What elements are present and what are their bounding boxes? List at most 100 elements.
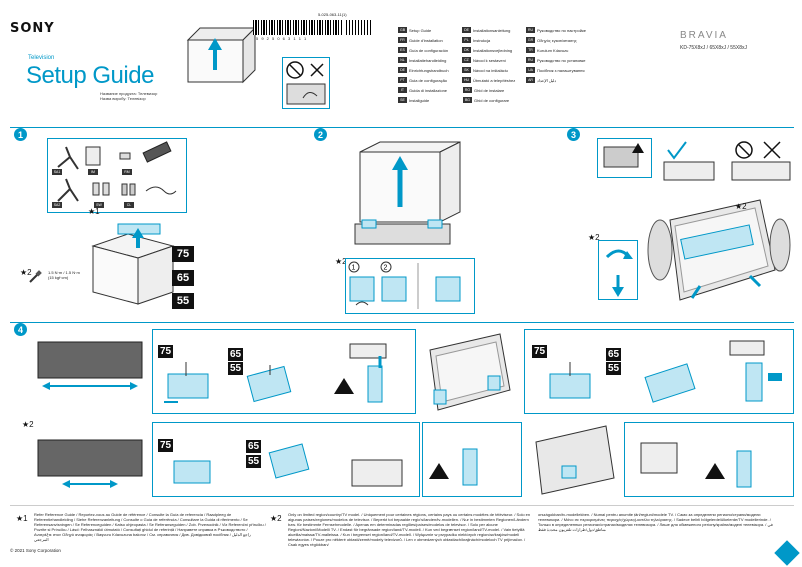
clip-removal-illustration: 1 2	[348, 261, 461, 309]
barcode-small	[346, 20, 372, 35]
lang-code: CZ	[462, 57, 471, 63]
rotate-arrow-icon	[605, 249, 633, 297]
lang-code: DE	[398, 67, 407, 73]
lang-title: Ghid de instalare	[474, 87, 505, 93]
part-tag: SW	[94, 202, 104, 208]
handling-do-dont-illustration	[663, 141, 791, 181]
lang-title: Návod na inštaláciu	[473, 67, 508, 73]
lang-code: SK	[462, 67, 471, 73]
lang-title: Guida di installazione	[409, 87, 448, 93]
narrow-stand-illustration	[173, 460, 211, 484]
narrow-right-illustration	[640, 442, 752, 488]
svg-text:2: 2	[384, 265, 388, 272]
part-tag: SA1	[52, 169, 62, 175]
stand-leg-screw-illustration	[729, 340, 782, 402]
lang-title: Посібник з налаштування	[537, 67, 585, 73]
lang-code: RU	[526, 27, 535, 33]
narrow-screw-illustration	[429, 448, 478, 486]
size-label-75: 75	[532, 345, 548, 358]
lang-title: Installguide	[409, 97, 430, 103]
lang-code: FR	[398, 37, 407, 43]
footer-divider	[10, 505, 794, 506]
narrow-right-panel	[624, 422, 794, 497]
warning-panel	[282, 57, 330, 109]
lang-title: Installatiehandleiding	[409, 57, 447, 63]
copyright: © 2021 Sony Corporation	[10, 548, 61, 553]
step-number: 3	[567, 128, 580, 141]
tv-narrow-stand-illustration	[37, 439, 143, 488]
lang-code: IT	[398, 87, 407, 93]
product-category: Television	[28, 55, 55, 61]
lang-title: Útmutató a telepítéshez	[473, 77, 516, 83]
tv-wide-stand-illustration	[37, 341, 143, 390]
footnote-reference-guide: Refer Reference Guide / Reportez-vous au…	[34, 512, 266, 542]
lang-code: ES	[398, 47, 407, 53]
size-label-65: 65	[606, 348, 622, 361]
footnote-marker: ★2	[270, 514, 282, 523]
lang-title: Installationsvejledning	[473, 47, 513, 53]
part-tag: RM	[122, 169, 132, 175]
footnote-marker: ★2	[22, 420, 34, 429]
lang-title: Setup Guide	[409, 27, 432, 33]
size-label-55: 55	[606, 362, 622, 375]
screwdriver-icon	[29, 270, 42, 283]
lang-title: Installationsanleitung	[473, 27, 511, 33]
lang-code: SE	[398, 97, 407, 103]
lang-title: Οδηγός εγκατάστασης	[537, 37, 577, 43]
narrow-screw-panel	[422, 422, 522, 497]
product-name-uk: Назва виробу: Телевізор	[100, 96, 146, 101]
part-tag: CL	[124, 202, 134, 208]
lang-title: Guide d'installation	[409, 37, 443, 43]
size-label-75: 75	[158, 439, 174, 452]
handle-detail-panel	[598, 240, 638, 300]
corner-badge	[774, 540, 800, 566]
lang-title: Instrukcja	[473, 37, 491, 43]
lang-code: DK	[462, 47, 471, 53]
brand-logo: SONY	[10, 21, 55, 36]
lang-code: TR	[526, 47, 535, 53]
size-label-65: 65	[246, 440, 262, 453]
lang-title: Guia de configuração	[409, 77, 448, 83]
size-label-55: 55	[228, 362, 244, 375]
lang-title: Guía de configuración	[409, 47, 449, 53]
tv-lift-out-illustration	[647, 199, 791, 301]
footnote-marker: ★2	[735, 202, 747, 211]
tv-warning-icon	[603, 143, 644, 168]
section-divider	[10, 322, 794, 323]
size-label-65: 65	[228, 348, 244, 361]
footnote-marker: ★2	[335, 257, 347, 266]
size-badge-55: 55	[172, 293, 194, 309]
svg-text:1: 1	[352, 265, 356, 272]
part-tag: SA2	[52, 202, 62, 208]
lang-code: RU	[526, 57, 535, 63]
lang-code: AR	[526, 77, 535, 83]
size-badge-75: 75	[172, 246, 194, 262]
footnote-region-limit-cont: országokban/tv-modellekben. / Numai pent…	[538, 512, 773, 532]
no-touch-screen-icon	[286, 61, 326, 105]
barcode-number: 5 9 2 5 0 6 3 1 1 1	[256, 36, 308, 41]
lang-code: GR	[526, 37, 535, 43]
footnote-marker: ★2	[20, 268, 32, 277]
parts-illustration	[57, 141, 177, 202]
lang-code: NL	[398, 57, 407, 63]
lang-title: Руководство по установке	[537, 57, 586, 63]
product-name-ru: Название продукта: Телевизор	[100, 91, 158, 96]
step-number: 1	[14, 128, 27, 141]
lang-title: Návod k sestavení	[473, 57, 506, 63]
tv-face-down-narrow-illustration	[535, 425, 615, 495]
step-number: 2	[314, 128, 327, 141]
step-number: 4	[14, 323, 27, 336]
size-label-55: 55	[246, 455, 262, 468]
screw-torque: 1.5 N·m / 1.5 N·m (15 kgf·cm)	[48, 270, 80, 280]
lang-code: RO	[463, 87, 472, 93]
lang-title: Ghid de configurare	[474, 97, 510, 103]
doc-number: 5-025-063-11(1)	[318, 12, 347, 17]
size-badge-65: 65	[172, 270, 194, 286]
